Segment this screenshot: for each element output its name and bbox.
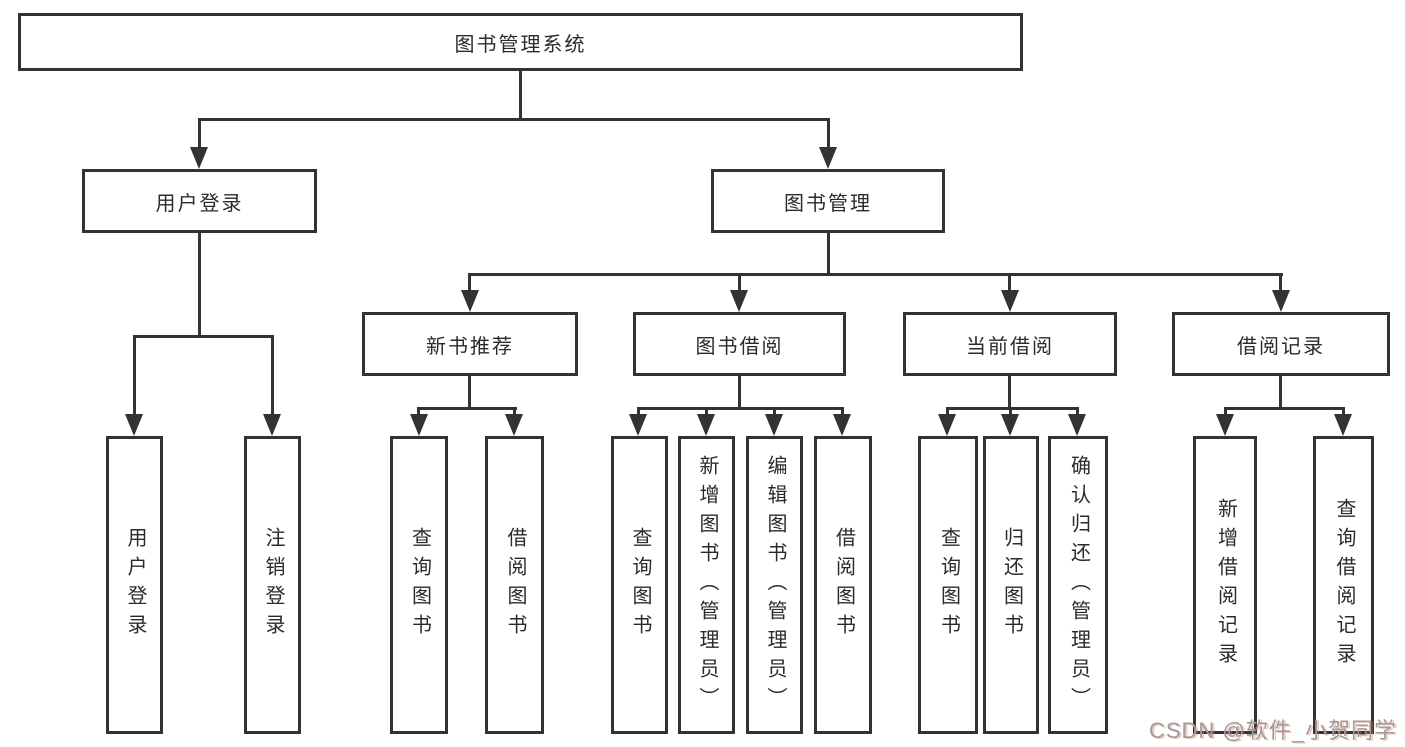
- connector-line: [738, 376, 741, 410]
- arrow-down-icon: [1272, 290, 1290, 312]
- connector-line: [417, 407, 517, 410]
- arrow-down-icon: [263, 414, 281, 436]
- connector-line: [1342, 407, 1345, 417]
- node-label: 图书管理: [784, 192, 872, 215]
- arrow-down-icon: [765, 414, 783, 436]
- arrow-down-icon: [819, 147, 837, 169]
- leaf-query-books: 查询图书: [390, 436, 448, 734]
- node-book-borrowing: 图书借阅: [633, 312, 846, 376]
- connector-line: [198, 118, 201, 150]
- leaf-label: 查询图书: [937, 527, 960, 643]
- leaf-return-books: 归还图书: [983, 436, 1039, 734]
- connector-line: [1224, 407, 1344, 410]
- leaf-label: 查询图书: [408, 527, 431, 643]
- arrow-down-icon: [1216, 414, 1234, 436]
- arrow-down-icon: [1334, 414, 1352, 436]
- leaf-add-borrow-record: 新增借阅记录: [1193, 436, 1257, 734]
- leaf-confirm-return-admin: 确认归还（管理员）: [1048, 436, 1108, 734]
- leaf-logout-login: 注销登录: [244, 436, 301, 734]
- leaf-borrow-books: 借阅图书: [485, 436, 544, 734]
- node-label: 借阅记录: [1237, 335, 1325, 358]
- connector-line: [738, 273, 741, 293]
- connector-line: [841, 407, 844, 417]
- connector-line: [519, 71, 522, 121]
- connector-line: [827, 118, 830, 150]
- arrow-down-icon: [410, 414, 428, 436]
- connector-line: [133, 335, 274, 338]
- leaf-borrow-books: 借阅图书: [814, 436, 872, 734]
- connector-line: [468, 273, 471, 293]
- node-label: 图书借阅: [695, 335, 784, 358]
- leaf-label: 编辑图书（管理员）: [764, 454, 786, 716]
- arrow-down-icon: [938, 414, 956, 436]
- connector-line: [198, 233, 201, 338]
- leaf-label: 借阅图书: [832, 527, 855, 643]
- leaf-label: 查询图书: [629, 527, 651, 643]
- node-user-login: 用户登录: [82, 169, 317, 233]
- arrow-down-icon: [730, 290, 748, 312]
- leaf-label: 确认归还（管理员）: [1067, 454, 1090, 716]
- arrow-down-icon: [190, 147, 208, 169]
- arrow-down-icon: [125, 414, 143, 436]
- connector-line: [1008, 376, 1011, 410]
- connector-line: [468, 376, 471, 410]
- node-label: 当前借阅: [966, 335, 1054, 358]
- connector-line: [468, 273, 1283, 276]
- connector-line: [417, 407, 420, 417]
- node-current-borrowing: 当前借阅: [903, 312, 1117, 376]
- leaf-edit-books-admin: 编辑图书（管理员）: [746, 436, 803, 734]
- arrow-down-icon: [1001, 414, 1019, 436]
- arrow-down-icon: [461, 290, 479, 312]
- node-book-management: 图书管理: [711, 169, 945, 233]
- leaf-label: 借阅图书: [504, 527, 526, 643]
- connector-line: [1076, 407, 1079, 417]
- connector-line: [946, 407, 1079, 410]
- connector-line: [1009, 407, 1012, 417]
- connector-line: [1279, 273, 1282, 293]
- leaf-query-borrow-record: 查询借阅记录: [1313, 436, 1374, 734]
- connector-line: [513, 407, 516, 417]
- node-label: 图书管理系统: [454, 33, 587, 56]
- connector-line: [271, 335, 274, 417]
- connector-line: [946, 407, 949, 417]
- node-new-book-recommendation: 新书推荐: [362, 312, 578, 376]
- node-label: 新书推荐: [426, 335, 514, 358]
- leaf-add-books-admin: 新增图书（管理员）: [678, 436, 735, 734]
- leaf-label: 新增图书（管理员）: [696, 454, 718, 716]
- csdn-watermark: CSDN @软件_小贺同学: [1148, 718, 1397, 743]
- arrow-down-icon: [1001, 290, 1019, 312]
- node-label: 用户登录: [155, 192, 244, 215]
- leaf-label: 新增借阅记录: [1214, 498, 1237, 672]
- leaf-query-books: 查询图书: [611, 436, 668, 734]
- connector-line: [637, 407, 844, 410]
- node-borrowing-records: 借阅记录: [1172, 312, 1390, 376]
- arrow-down-icon: [697, 414, 715, 436]
- connector-line: [133, 335, 136, 417]
- connector-line: [637, 407, 640, 417]
- arrow-down-icon: [833, 414, 851, 436]
- connector-line: [198, 118, 830, 121]
- leaf-query-books: 查询图书: [918, 436, 978, 734]
- connector-line: [827, 233, 830, 276]
- leaf-label: 用户登录: [124, 527, 146, 643]
- leaf-label: 归还图书: [1000, 527, 1023, 643]
- arrow-down-icon: [505, 414, 523, 436]
- arrow-down-icon: [1068, 414, 1086, 436]
- connector-line: [705, 407, 708, 417]
- leaf-user-login: 用户登录: [106, 436, 163, 734]
- connector-line: [1008, 273, 1011, 293]
- leaf-label: 注销登录: [262, 527, 284, 643]
- node-library-management-system: 图书管理系统: [18, 13, 1023, 71]
- arrow-down-icon: [629, 414, 647, 436]
- connector-line: [773, 407, 776, 417]
- connector-line: [1224, 407, 1227, 417]
- leaf-label: 查询借阅记录: [1333, 498, 1355, 672]
- connector-line: [1279, 376, 1282, 410]
